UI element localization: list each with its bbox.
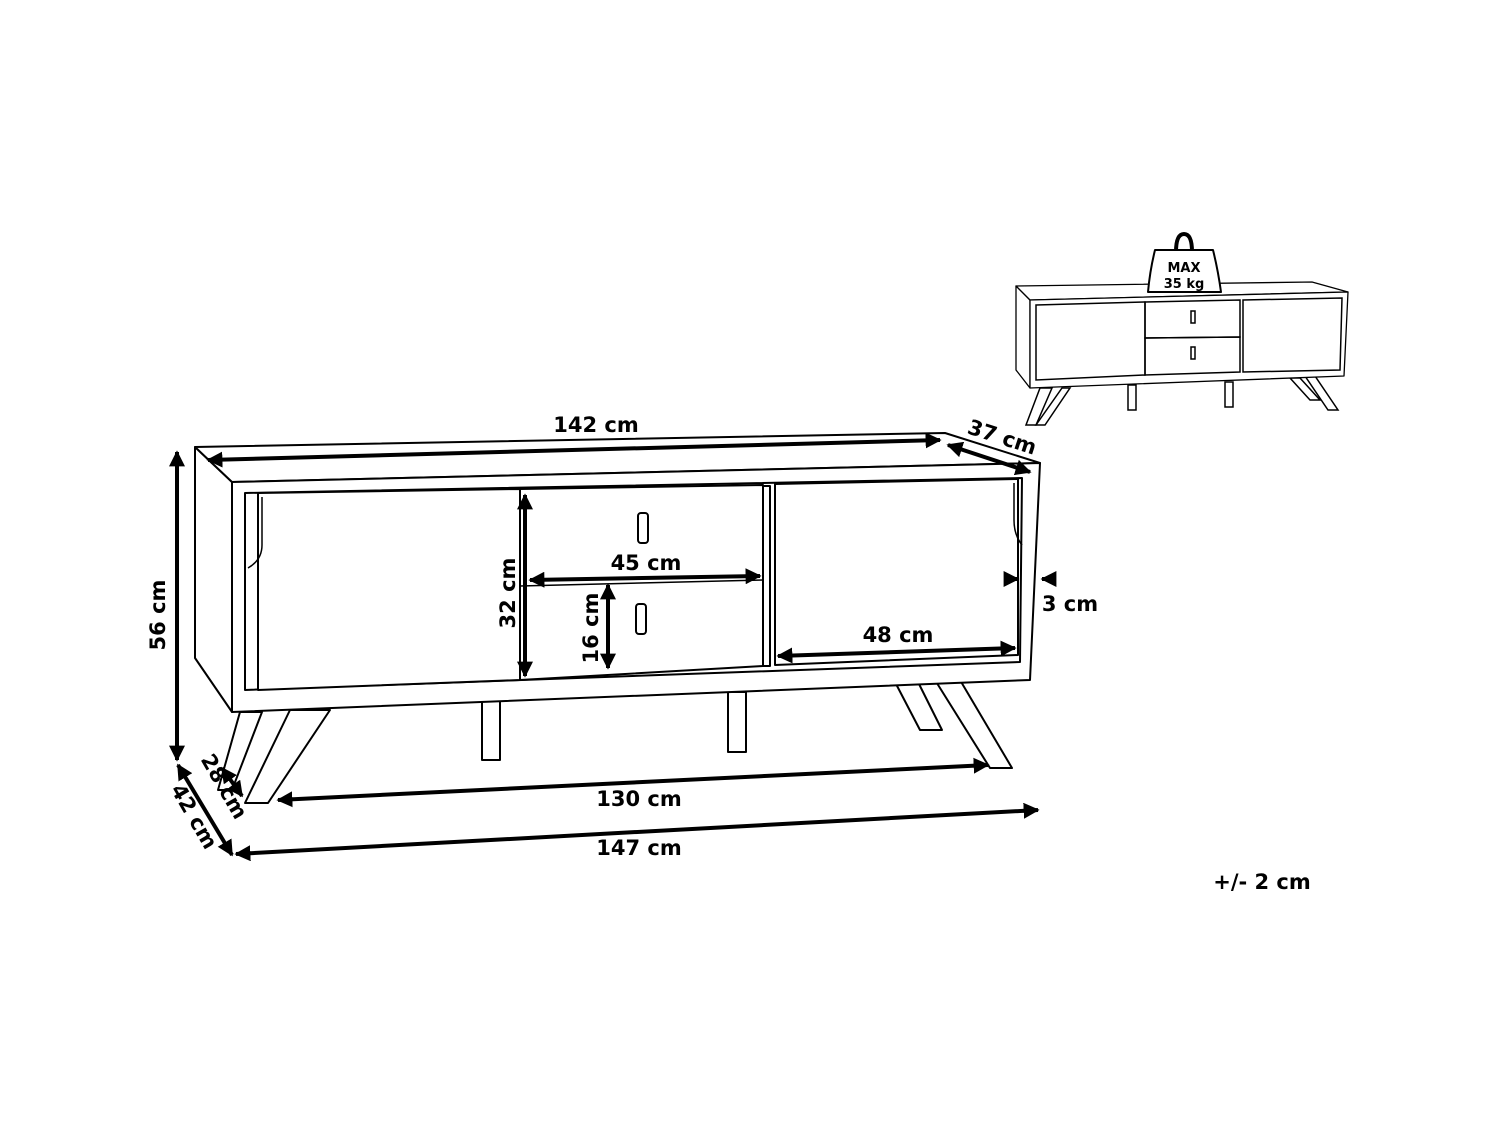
drawer-handle-top: [637, 512, 649, 544]
leg-center-left: [481, 699, 501, 761]
inset-drawer-handle: [1190, 310, 1196, 324]
drawer-handle-bottom: [635, 603, 647, 635]
inset-leg: [1224, 381, 1234, 408]
sideboard-main: [194, 432, 1041, 804]
arrow-leg-span-outer: [234, 802, 1040, 862]
label-drawer-width: 45 cm: [611, 551, 682, 575]
max-load-inset: MAX 35 kg: [1015, 232, 1349, 426]
door-right: [774, 478, 1019, 666]
door-left: [257, 488, 521, 691]
inset-leg: [1288, 377, 1322, 401]
label-height-total: 56 cm: [146, 580, 170, 651]
arrow-leg-depth-outer: [176, 763, 234, 857]
inset-leg: [1303, 375, 1340, 411]
label-drawer-height: 16 cm: [579, 593, 603, 664]
inset-side: [1015, 285, 1031, 389]
inset-drawer-handle: [1190, 346, 1196, 360]
tolerance-note: +/- 2 cm: [1213, 870, 1311, 894]
door-left-grip: [247, 497, 263, 569]
arrow-drawer-width: [528, 568, 762, 588]
label-door-width: 48 cm: [863, 623, 934, 647]
label-leg-span-outer: 147 cm: [596, 836, 681, 860]
weight-icon: [1147, 249, 1222, 293]
center-divider: [762, 485, 771, 667]
label-width-top: 142 cm: [553, 413, 638, 437]
label-leg-span-inner: 130 cm: [596, 787, 681, 811]
arrow-width-top: [206, 432, 942, 468]
arrow-door-width: [776, 640, 1017, 664]
inset-leg: [1127, 384, 1137, 411]
weight-handle-icon: [1174, 232, 1194, 253]
max-load-line1: MAX: [1167, 261, 1200, 276]
label-frame-thickness: 3 cm: [1042, 592, 1098, 616]
leg-back-right: [894, 681, 943, 731]
inset-leg: [1034, 387, 1072, 426]
leg-front-right: [934, 679, 1013, 769]
max-load-line2: 35 kg: [1164, 277, 1205, 292]
inset-door-right: [1242, 297, 1343, 373]
label-compartment-height: 32 cm: [496, 558, 520, 629]
arrow-leg-span-inner: [276, 757, 990, 808]
inset-drawer-bottom: [1144, 336, 1241, 376]
door-right-grip: [1013, 483, 1023, 546]
leg-center-right: [727, 691, 747, 753]
dimension-lines: [169, 432, 1057, 862]
side-panel: [194, 446, 233, 713]
inset-front: [1029, 291, 1349, 389]
arrow-depth-top: [946, 441, 1032, 476]
